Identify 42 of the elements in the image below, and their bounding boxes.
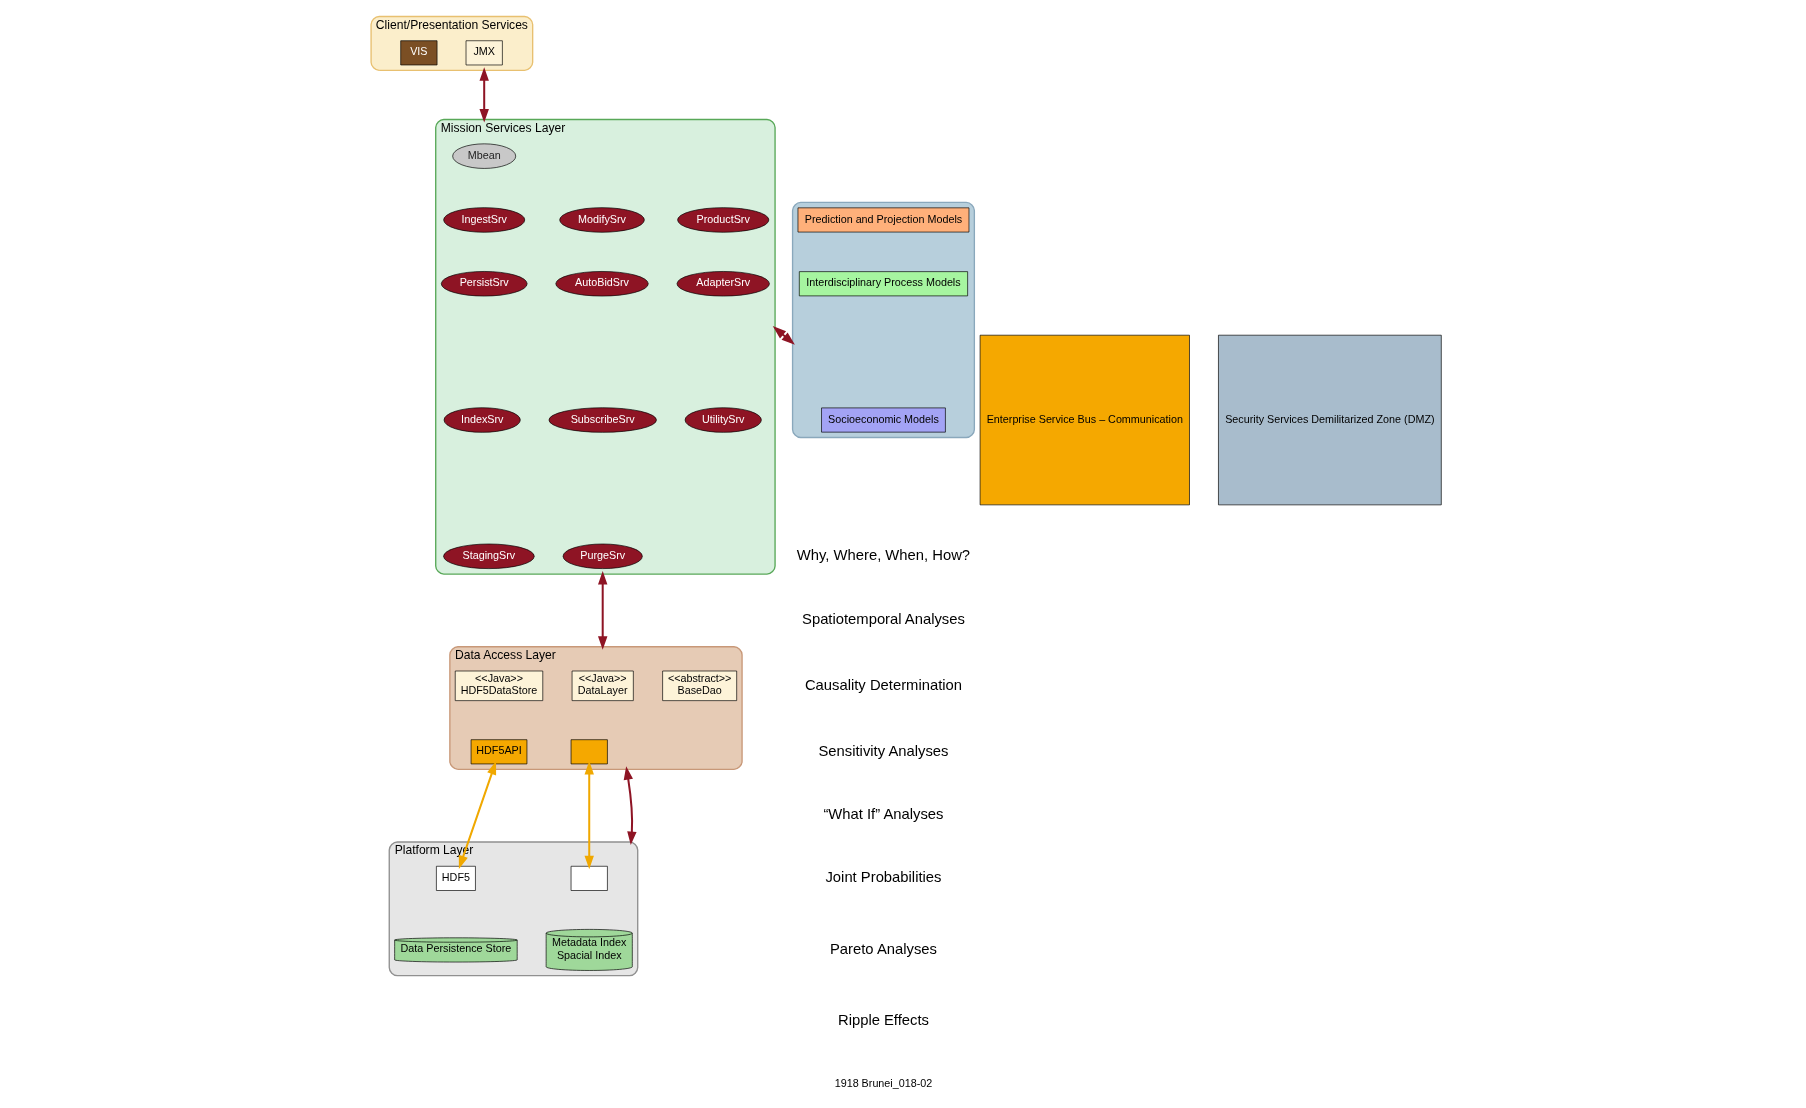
node-ellipse: SubscribeSrv	[548, 407, 657, 433]
node-box: HDF5	[435, 865, 476, 891]
node-ellipse: ModifySrv	[558, 207, 645, 233]
label: Sensitivity Analyses	[817, 742, 948, 759]
node-box: <<Java>> HDF5DataStore	[454, 670, 543, 701]
label: Spatiotemporal Analyses	[801, 610, 965, 627]
node-ellipse: PurgeSrv	[562, 543, 643, 569]
label: Ripple Effects	[837, 1012, 929, 1029]
node-ellipse: StagingSrv	[442, 543, 535, 569]
label: 1918 Brunei_018-02	[834, 1077, 932, 1090]
arrow	[597, 571, 607, 650]
arrow	[458, 761, 496, 870]
node-box	[570, 865, 608, 891]
node-ellipse: IngestSrv	[442, 207, 525, 233]
node-ellipse: UtilitySrv	[684, 407, 762, 433]
node-ellipse: IndexSrv	[443, 407, 521, 433]
label: Pareto Analyses	[829, 940, 937, 957]
label: Why, Where, When, How?	[796, 547, 970, 564]
arrow	[623, 766, 637, 846]
cluster	[791, 201, 975, 439]
arrow	[478, 67, 489, 123]
node-box: Security Services Demilitarized Zone (DMZ)	[1217, 334, 1442, 506]
node-box: VIS	[399, 40, 437, 66]
arrow	[772, 326, 795, 345]
node-ellipse: PersistSrv	[440, 271, 527, 297]
label: “What If” Analyses	[822, 805, 943, 822]
node-box: JMX	[465, 40, 503, 66]
node-box: Prediction and Projection Models	[797, 207, 969, 233]
node-ellipse: ProductSrv	[676, 207, 769, 233]
node-box: HDF5API	[470, 739, 527, 765]
node-box: <<abstract>> BaseDao	[661, 670, 737, 701]
arrow	[584, 761, 594, 870]
label: Causality Determination	[804, 676, 962, 693]
node-ellipse: AdapterSrv	[676, 271, 770, 297]
node-ellipse: Mbean	[451, 143, 516, 169]
node-ellipse: AutoBidSrv	[554, 271, 649, 297]
label: Joint Probabilities	[824, 869, 941, 886]
node-box: Enterprise Service Bus – Communication	[979, 334, 1190, 506]
node-box: Interdisciplinary Process Models	[798, 271, 968, 297]
node-box	[570, 739, 608, 765]
node-box: Socioeconomic Models	[820, 407, 946, 433]
node-box: <<Java>> DataLayer	[571, 670, 634, 701]
